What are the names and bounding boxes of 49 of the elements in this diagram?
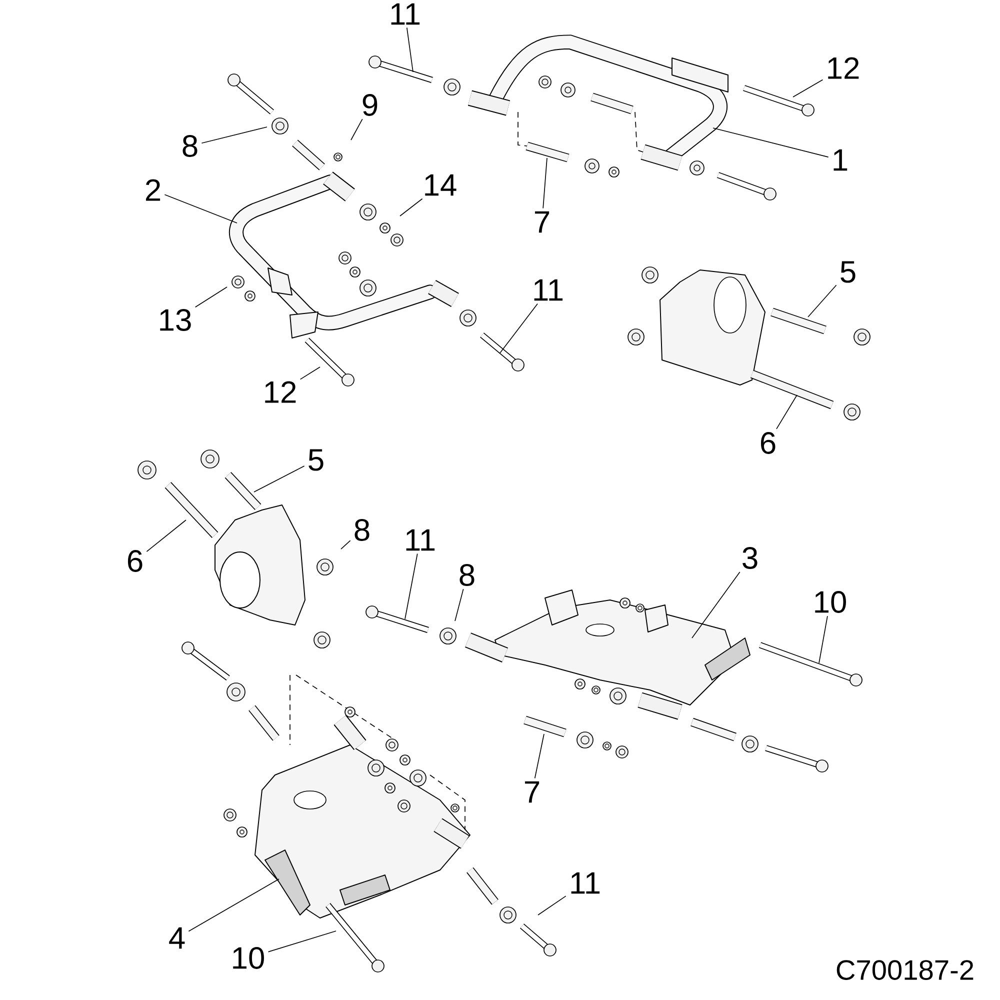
callout-number: 8 <box>182 135 198 157</box>
leader-line <box>194 286 228 308</box>
leader-line <box>404 553 418 620</box>
leader-line <box>188 878 280 932</box>
callout-number: 2 <box>146 179 160 201</box>
leader-line <box>400 198 423 216</box>
callout-number: 5 <box>308 449 324 471</box>
callout-number: 4 <box>169 927 185 949</box>
leader-line <box>776 394 798 430</box>
leader-line <box>300 366 320 380</box>
leader-line <box>534 734 544 779</box>
callout-number: 8 <box>460 564 474 586</box>
callout-number: 3 <box>742 547 758 569</box>
leader-line <box>201 126 268 144</box>
callout-number: 10 <box>815 591 846 613</box>
leader-line <box>254 466 305 492</box>
callout-number: 10 <box>233 947 264 969</box>
callout-number: 12 <box>265 381 296 403</box>
leader-line <box>792 79 824 98</box>
leader-line <box>500 303 538 354</box>
callout-number: 1 <box>834 149 848 171</box>
leader-line <box>350 118 363 140</box>
callout-number: 7 <box>535 211 550 233</box>
leader-line <box>692 572 740 638</box>
callout-number: 8 <box>354 519 370 541</box>
leader-line <box>818 616 828 664</box>
leader-line <box>542 158 548 209</box>
leader-line <box>712 128 829 158</box>
callout-number: 13 <box>160 309 191 331</box>
callout-number: 11 <box>406 529 435 551</box>
leader-line <box>146 520 186 552</box>
callout-number: 14 <box>425 174 456 196</box>
callout-number: 7 <box>525 781 540 803</box>
leader-line <box>538 896 566 916</box>
callout-number: 5 <box>840 261 856 283</box>
leader-line <box>268 930 336 952</box>
callout-number: 6 <box>128 550 142 572</box>
leader-line <box>808 284 837 318</box>
leader-line <box>406 27 414 72</box>
callout-number: 11 <box>571 872 600 894</box>
drawing-number: C700187-2 <box>836 960 974 980</box>
callout-number: 11 <box>534 279 563 301</box>
callout-number: 11 <box>391 3 420 25</box>
callout-number: 6 <box>760 432 776 454</box>
leader-line <box>340 540 351 550</box>
callout-number: 12 <box>828 57 859 79</box>
leader-line <box>164 194 238 224</box>
callout-number: 9 <box>362 94 378 116</box>
leader-line <box>454 588 464 622</box>
